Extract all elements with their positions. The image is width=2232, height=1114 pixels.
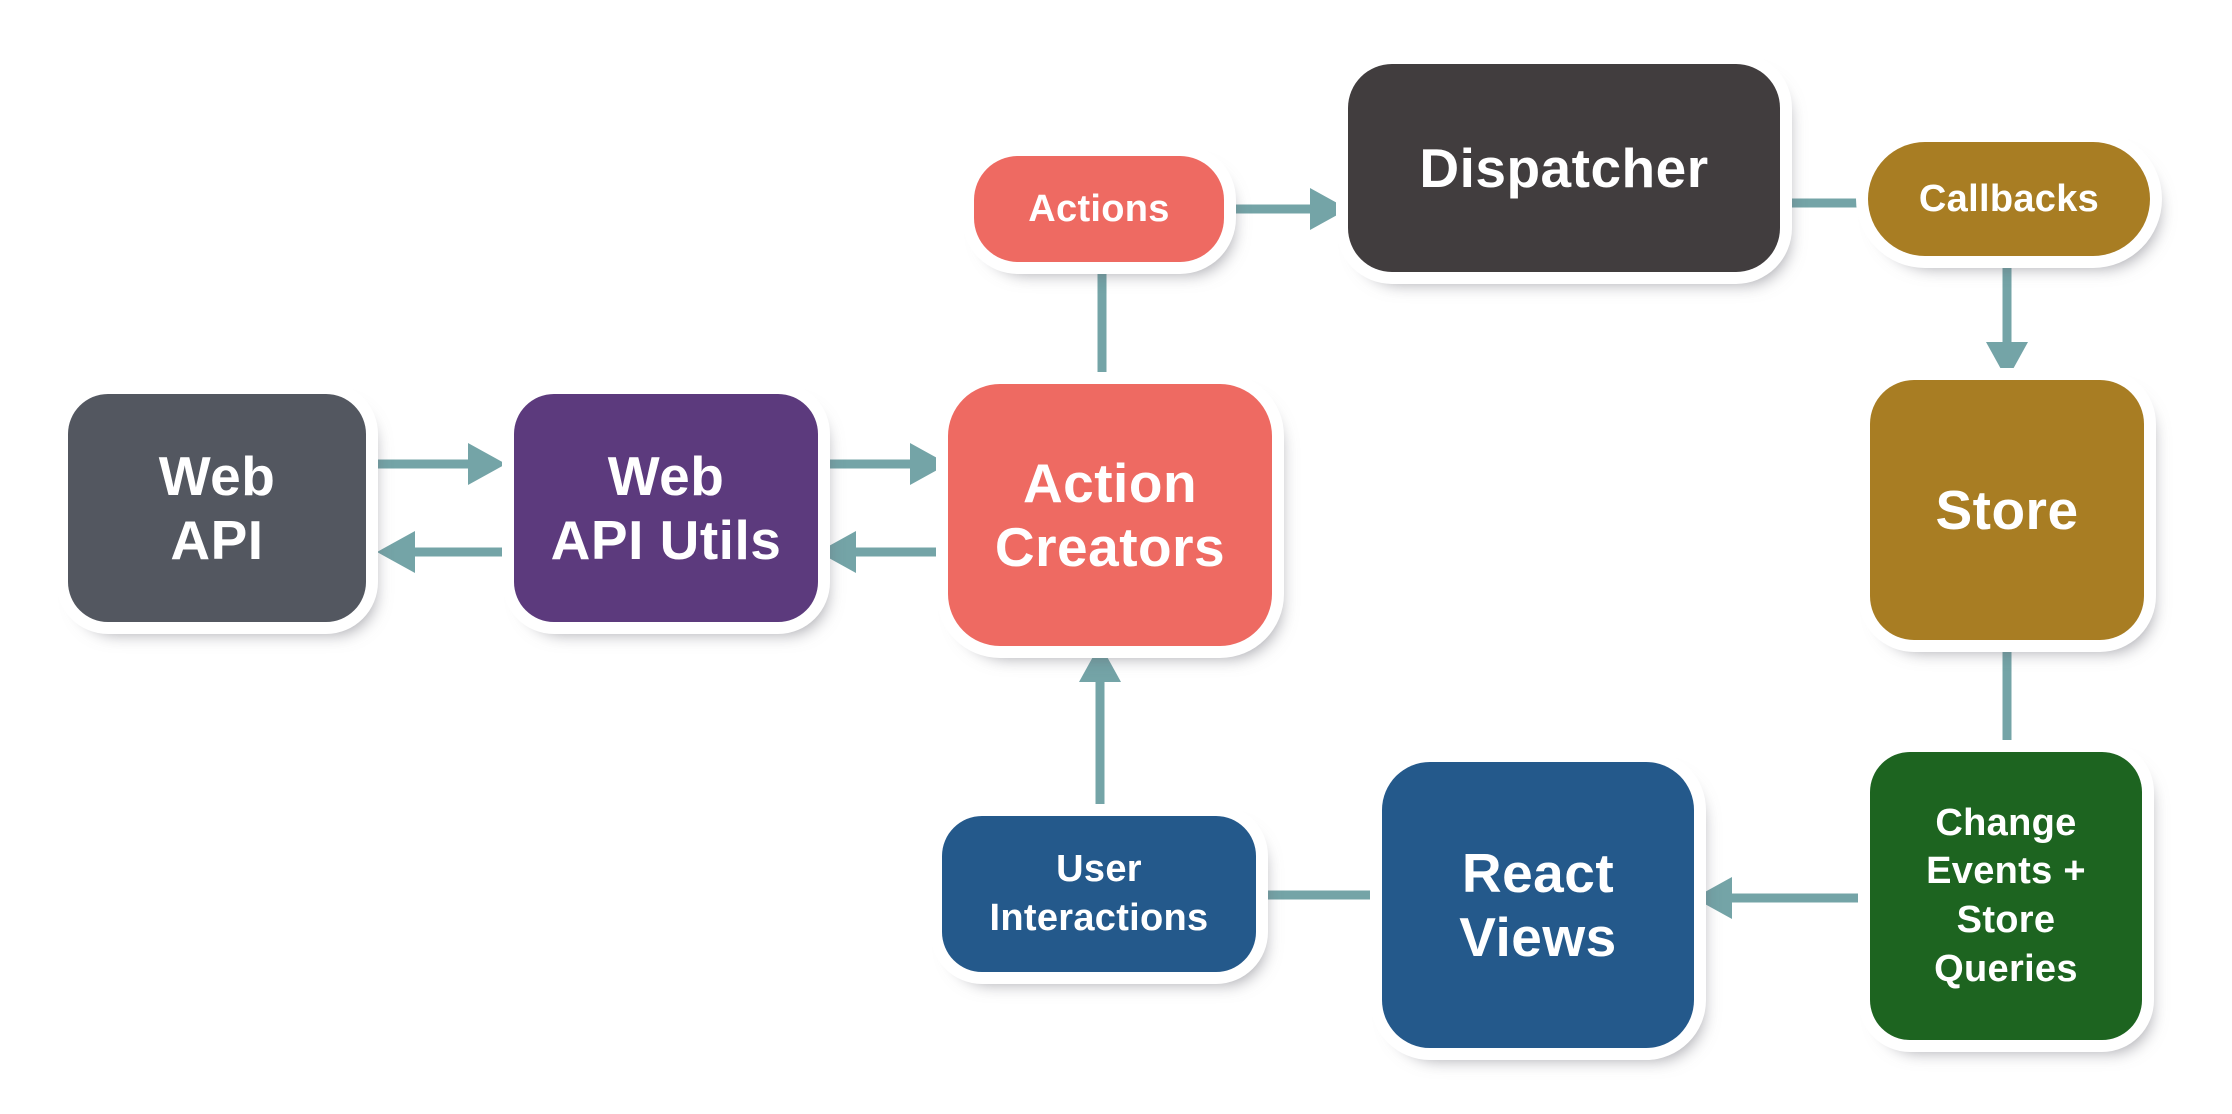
node-react-views: React Views <box>1382 762 1694 1048</box>
node-callbacks-label: Callbacks <box>1918 177 2100 220</box>
node-react-views-label: React Views <box>1459 841 1617 968</box>
node-actions-label: Actions <box>1028 187 1170 230</box>
arrowhead-right-icon <box>468 443 506 485</box>
node-web-api-utils: Web API Utils <box>514 394 818 622</box>
edge-callbacks-to-store <box>1986 256 2028 380</box>
node-change-events-label: Change Events + Store Queries <box>1926 801 2086 990</box>
node-change-events: Change Events + Store Queries <box>1870 752 2142 1040</box>
node-store-label: Store <box>1935 478 2079 541</box>
node-callbacks: Callbacks <box>1868 142 2150 256</box>
node-action-creators-label: Action Creators <box>994 451 1226 578</box>
node-web-api: Web API <box>68 394 366 622</box>
node-actions: Actions <box>974 156 1224 262</box>
node-web-api-label: Web API <box>158 444 276 571</box>
node-dispatcher: Dispatcher <box>1348 64 1780 272</box>
arrowhead-left-icon <box>1694 877 1732 919</box>
arrowhead-up-icon <box>1079 644 1121 682</box>
arrowhead-right-icon <box>910 443 948 485</box>
node-store: Store <box>1870 380 2144 640</box>
node-user-interactions-label: User Interactions <box>989 848 1209 939</box>
edge-web-api-utils-to-web-api <box>377 531 514 573</box>
arrowhead-right-icon <box>1310 188 1348 230</box>
arrowhead-left-icon <box>818 531 856 573</box>
node-web-api-utils-label: Web API Utils <box>550 444 782 571</box>
edge-actions-to-dispatcher <box>1224 188 1348 230</box>
edge-action-creators-to-web-api-utils <box>818 531 948 573</box>
arrowhead-left-icon <box>377 531 415 573</box>
arrowhead-down-icon <box>1986 342 2028 380</box>
edge-web-api-to-web-api-utils <box>365 443 506 485</box>
node-user-interactions: User Interactions <box>942 816 1256 972</box>
edge-user-interactions-to-action-creators <box>1079 644 1121 816</box>
node-action-creators: Action Creators <box>948 384 1272 646</box>
node-dispatcher-label: Dispatcher <box>1419 136 1709 199</box>
edge-web-api-utils-to-action-creators <box>818 443 948 485</box>
